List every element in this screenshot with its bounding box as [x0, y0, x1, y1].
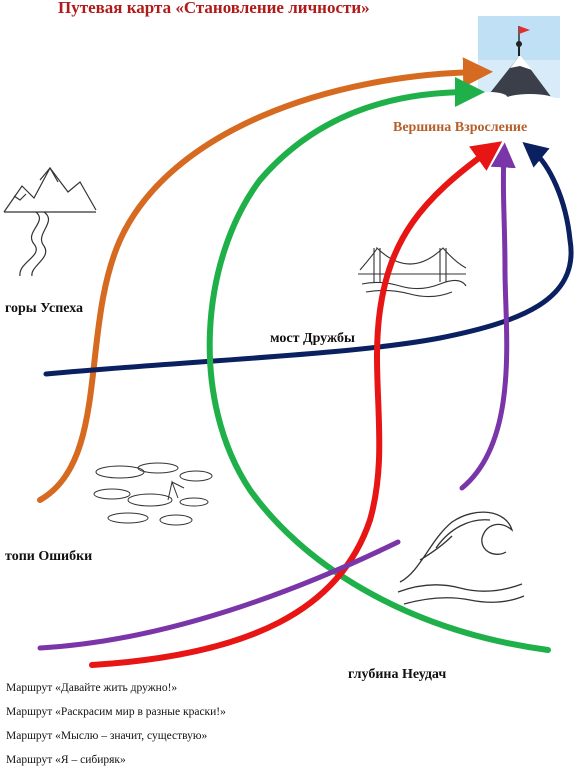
routes-legend: Маршрут «Давайте жить дружно!» Маршрут «…	[6, 680, 226, 776]
route-green-arrow	[206, 77, 551, 653]
page-title: Путевая карта «Становление личности»	[58, 0, 370, 17]
mountains-icon	[3, 166, 97, 277]
legend-item: Маршрут «Я – сибиряк»	[6, 754, 126, 766]
route-purple-arrow	[37, 155, 507, 651]
summit-label: Вершина Взросление	[393, 120, 528, 135]
route-red-arrow	[89, 141, 503, 668]
summit-flag-icon	[472, 16, 560, 106]
route-navy-arrow	[43, 141, 574, 377]
mountains-label: горы Успеха	[5, 301, 84, 316]
legend-item: Маршрут «Мыслю – значит, существую»	[6, 730, 208, 742]
route-orange-arrow	[37, 57, 493, 503]
depth-label: глубина Неудач	[348, 667, 447, 682]
bridge-icon	[358, 246, 467, 298]
swamp-label: топи Ошибки	[5, 549, 93, 564]
bridge-label: мост Дружбы	[270, 331, 355, 346]
legend-item: Маршрут «Давайте жить дружно!»	[6, 682, 178, 694]
swamp-icon	[93, 462, 213, 526]
legend-item: Маршрут «Раскрасим мир в разные краски!»	[6, 706, 226, 718]
wave-icon	[397, 511, 525, 605]
